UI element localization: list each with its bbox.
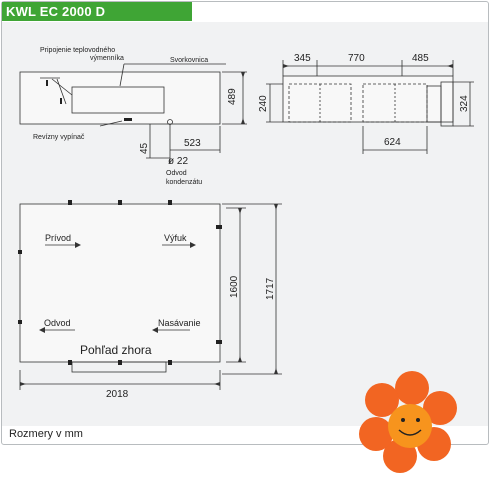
intake-label: Nasávanie	[158, 318, 201, 328]
side-offset-dim: 523	[184, 138, 201, 149]
extract-label: Odvod	[44, 318, 71, 328]
side-view-window	[71, 86, 165, 114]
front-bottom-dim: 624	[384, 137, 401, 148]
drain-height-dim: 45	[139, 142, 150, 154]
top-width-dim: 2018	[106, 389, 129, 400]
drain-label-line2: kondenzátu	[166, 179, 202, 186]
exhaust-label: Výfuk	[164, 233, 187, 243]
units-note: Rozmery v mm	[9, 428, 83, 440]
top-outer-dim: 1717	[265, 277, 276, 300]
connection-leader	[51, 78, 73, 96]
top-inner-dim: 1600	[229, 275, 240, 298]
product-title: KWL EC 2000 D	[2, 2, 192, 21]
side-view-body	[19, 71, 221, 125]
front-dim-c: 485	[412, 53, 429, 64]
flower-mascot-icon	[359, 371, 457, 473]
supply-label: Prívod	[45, 233, 71, 243]
switch-leader	[99, 120, 123, 127]
drain-pipe	[167, 119, 173, 125]
terminal-leader	[119, 63, 125, 87]
top-view-body	[19, 203, 221, 363]
front-dim-b: 770	[348, 53, 365, 64]
drain-diameter-dim: ø 22	[168, 156, 188, 167]
drain-label-line1: Odvod	[166, 170, 187, 177]
front-view-body	[282, 75, 454, 123]
front-right-dim: 324	[459, 95, 470, 112]
switch-label: Revízny vypínač	[33, 134, 85, 141]
connection-label-line1: Pripojenie teplovodného	[40, 47, 115, 54]
terminal-label: Svorkovnica	[170, 57, 208, 64]
front-dim-a: 345	[294, 53, 311, 64]
front-height-dim: 240	[258, 95, 269, 112]
top-view-title: Pohľad zhora	[80, 343, 152, 357]
side-height-dim: 489	[227, 88, 238, 105]
connection-label-line2: výmenníka	[90, 55, 124, 62]
